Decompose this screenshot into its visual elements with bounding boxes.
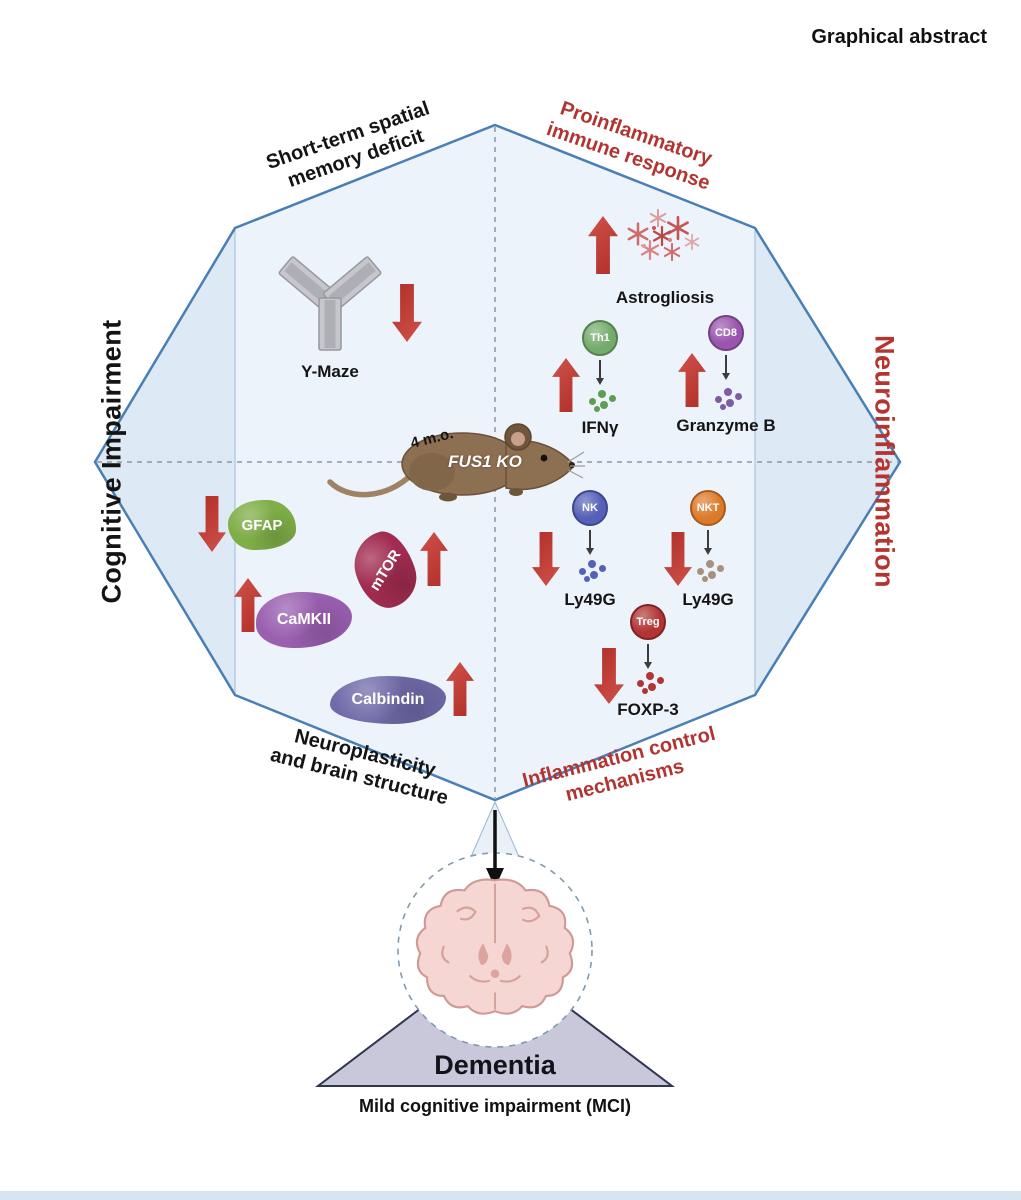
y-maze-icon <box>262 242 398 354</box>
ly49g-dots-icon <box>578 560 606 584</box>
granzyme-b-label: Granzyme B <box>676 416 776 435</box>
th1-cell-label: Th1 <box>590 332 610 344</box>
gfap-blob-icon: GFAP <box>228 500 296 550</box>
astrogliosis-label: Astrogliosis <box>615 288 715 307</box>
y-maze-label: Y-Maze <box>301 362 359 381</box>
mouse-icon <box>320 402 585 514</box>
cd8-cell-icon: CD8 <box>708 315 744 351</box>
mouse-model-label: FUS1 KO <box>448 452 522 471</box>
octagon-outline <box>93 123 902 802</box>
calbindin-label: Calbindin <box>351 691 425 708</box>
calbindin-blob-icon: Calbindin <box>330 676 446 724</box>
down-arrow-icon <box>486 810 504 888</box>
gfap-label: GFAP <box>241 516 283 534</box>
astrocyte-cluster-icon <box>608 198 712 286</box>
mtor-label: mTOR <box>365 546 405 594</box>
nkt-cell-icon: NKT <box>690 490 726 526</box>
flow-arrow-icon <box>595 360 604 385</box>
treg-cell-icon: Treg <box>630 604 666 640</box>
page-title: Graphical abstract <box>811 26 987 48</box>
outcome-primary-label: Dementia <box>434 1050 556 1080</box>
foxp3-label: FOXP-3 <box>617 700 679 719</box>
axis-label-cognitive-impairment: Cognitive Impairment <box>96 319 127 604</box>
flow-arrow-icon <box>703 530 712 555</box>
flow-arrow-icon <box>721 355 730 380</box>
nk-cell-icon: NK <box>572 490 608 526</box>
ly49g-label: Ly49G <box>564 590 616 609</box>
flow-arrow-icon <box>585 530 594 555</box>
camkii-label: CaMKII <box>276 611 332 628</box>
granzyme-dots-icon <box>714 388 742 412</box>
axis-label-neuroinflammation: Neuroinflammation <box>869 335 900 588</box>
brain-section-icon <box>410 864 580 1036</box>
th1-cell-icon: Th1 <box>582 320 618 356</box>
outcome-secondary-label: Mild cognitive impairment (MCI) <box>358 1096 631 1116</box>
flow-arrow-icon <box>643 644 652 669</box>
nkt-cell-label: NKT <box>696 502 720 514</box>
ly49g-dots-icon <box>696 560 724 584</box>
ifng-dots-icon <box>588 390 616 414</box>
treg-cell-label: Treg <box>636 616 660 628</box>
foxp3-dots-icon <box>636 672 664 696</box>
ifng-label: IFNγ <box>581 418 619 437</box>
bottom-divider <box>0 1191 1021 1200</box>
cd8-cell-label: CD8 <box>714 327 737 339</box>
nk-cell-label: NK <box>582 502 598 514</box>
ly49g-label: Ly49G <box>682 590 734 609</box>
